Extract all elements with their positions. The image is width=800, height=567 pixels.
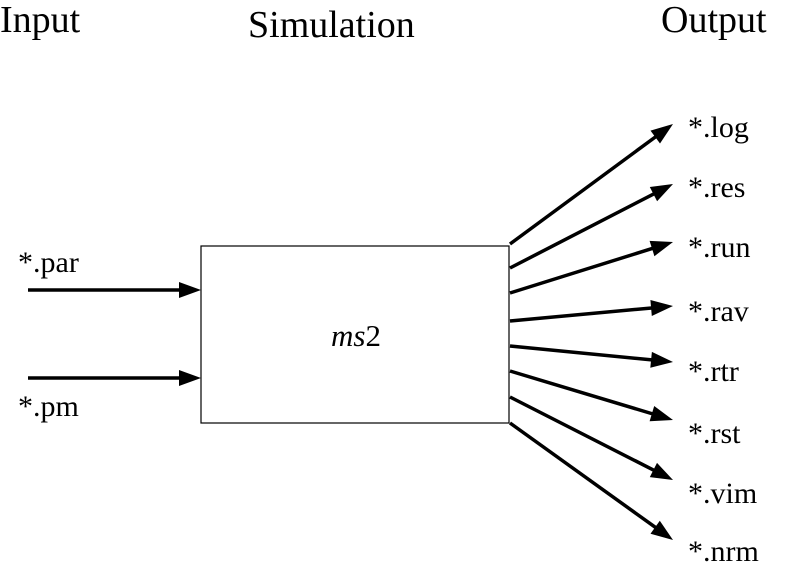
output-arrow-vim-shaft xyxy=(509,395,656,473)
output-arrow-run xyxy=(509,240,673,295)
input-arrow-par-head xyxy=(179,282,201,298)
simulation-box-label: ms2 xyxy=(331,318,381,353)
output-label-res: *.res xyxy=(688,171,745,204)
output-arrow-rst-head xyxy=(649,406,673,422)
simulation-box xyxy=(200,245,510,424)
input-arrow-pm-head xyxy=(179,370,201,386)
output-arrow-rav xyxy=(509,300,673,323)
simulation-box-label-italic: ms xyxy=(331,318,365,353)
output-heading: Output xyxy=(661,0,767,41)
simulation-box-label-suffix: 2 xyxy=(365,318,381,353)
output-label-log: *.log xyxy=(688,111,749,144)
output-label-nrm: *.nrm xyxy=(688,535,759,567)
output-arrow-log-shaft xyxy=(508,134,658,246)
input-arrow-par xyxy=(28,282,201,298)
input-heading: Input xyxy=(0,0,81,41)
output-arrow-log-head xyxy=(650,124,673,144)
output-arrow-rtr-shaft xyxy=(509,344,654,362)
input-files: *.par *.pm xyxy=(18,246,201,423)
output-arrow-rav-head xyxy=(650,300,673,316)
output-arrow-nrm-head xyxy=(650,520,673,540)
output-label-run: *.run xyxy=(688,231,751,264)
output-arrow-rst xyxy=(509,369,673,422)
output-files: *.log *.res *.run *.rav *.rtr *.rst *.vim *.nrm xyxy=(508,111,759,567)
output-arrow-vim-head xyxy=(649,462,673,480)
simulation-heading: Simulation xyxy=(248,4,415,46)
input-arrow-pm xyxy=(28,370,201,386)
output-label-vim: *.vim xyxy=(688,477,757,510)
output-arrow-res-head xyxy=(649,184,673,202)
output-label-rtr: *.rtr xyxy=(688,355,739,388)
output-arrow-log xyxy=(508,124,673,246)
output-arrow-res xyxy=(509,184,673,270)
output-arrow-rst-shaft xyxy=(509,369,655,416)
input-label-pm: *.pm xyxy=(18,390,79,423)
output-arrow-rav-shaft xyxy=(509,306,654,323)
output-arrow-nrm xyxy=(508,421,673,540)
output-arrow-rtr-head xyxy=(650,351,673,368)
output-arrow-res-shaft xyxy=(509,191,657,270)
input-label-par: *.par xyxy=(18,246,79,279)
output-arrow-nrm-shaft xyxy=(508,421,658,530)
output-label-rav: *.rav xyxy=(688,295,749,328)
output-arrow-rtr xyxy=(509,344,673,368)
output-arrow-vim xyxy=(509,395,673,480)
output-arrow-run-shaft xyxy=(509,246,655,295)
output-label-rst: *.rst xyxy=(688,417,741,450)
output-arrow-run-head xyxy=(649,240,673,257)
